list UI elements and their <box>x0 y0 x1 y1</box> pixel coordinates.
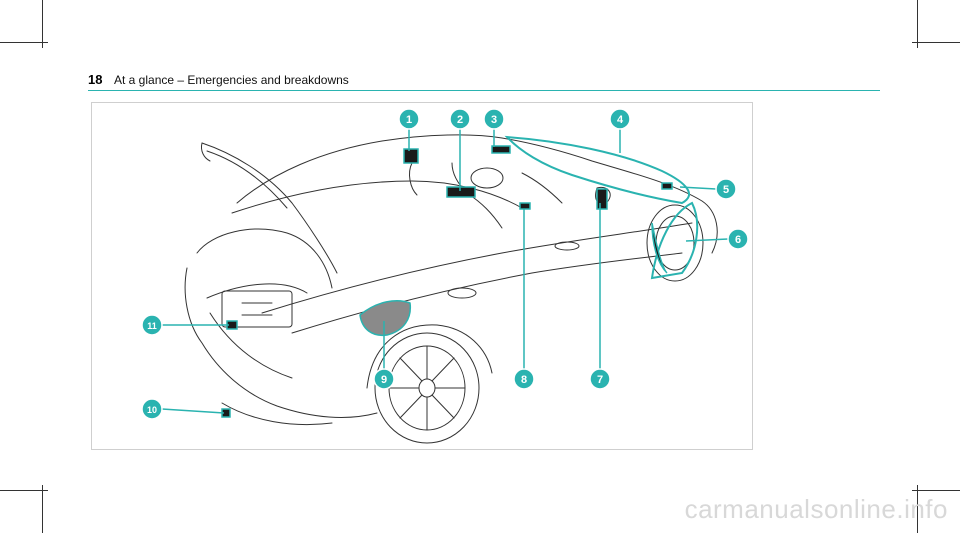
callout-5-circle <box>715 178 737 200</box>
callout-2-label: 2 <box>457 114 463 126</box>
callout-7-circle <box>589 368 611 390</box>
callout-7-label: 7 <box>597 374 603 386</box>
callout-11-circle <box>141 314 163 336</box>
crop-mark-tl-h <box>0 42 48 43</box>
callout-5-label: 5 <box>723 184 729 196</box>
page-number: 18 <box>88 72 103 87</box>
car-illustration: 1 2 3 4 5 6 7 8 9 10 11 <box>141 108 749 444</box>
callout-8-label: 8 <box>521 374 527 386</box>
callout-4-circle <box>609 108 631 130</box>
crop-mark-br-v <box>917 485 918 533</box>
callout-2-circle <box>449 108 471 130</box>
crop-mark-bl-v <box>42 485 43 533</box>
car-overview-figure: 1 2 3 4 5 6 7 8 9 10 11 <box>91 102 753 450</box>
callout-6-label: 6 <box>735 234 741 246</box>
crop-mark-tr-v <box>917 0 918 48</box>
callout-10-circle <box>141 398 163 420</box>
callout-3-label: 3 <box>491 114 497 126</box>
crop-mark-tr-h <box>912 42 960 43</box>
header-rule <box>88 90 880 91</box>
callout-11-label: 11 <box>147 321 157 331</box>
crop-mark-br-h <box>912 490 960 491</box>
callout-6-circle <box>727 228 749 250</box>
crop-mark-tl-v <box>42 0 43 48</box>
page-title: At a glance – Emergencies and breakdowns <box>114 73 349 87</box>
callout-1-circle <box>398 108 420 130</box>
callout-8-circle <box>513 368 535 390</box>
callout-3-circle <box>483 108 505 130</box>
callout-1-label: 1 <box>406 114 412 126</box>
watermark: carmanualsonline.info <box>684 494 948 524</box>
page-header: 18 At a glance – Emergencies and breakdo… <box>88 70 880 92</box>
callout-10-label: 10 <box>147 405 157 415</box>
callout-9-circle <box>373 368 395 390</box>
callout-9-label: 9 <box>381 374 387 386</box>
crop-mark-bl-h <box>0 490 48 491</box>
callout-4-label: 4 <box>617 114 624 126</box>
